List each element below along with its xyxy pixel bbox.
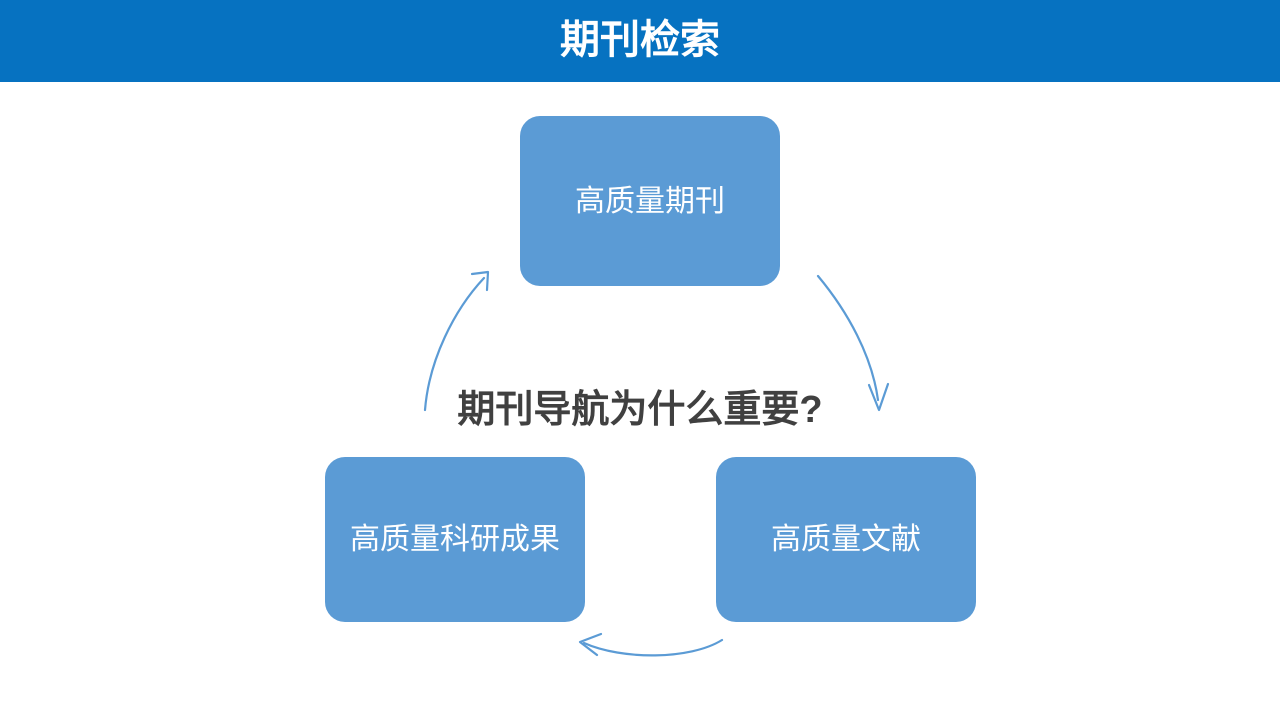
center-question-text: 期刊导航为什么重要? — [457, 389, 823, 431]
cycle-node-high-quality-research-output[interactable]: 高质量科研成果 — [325, 457, 585, 622]
cycle-node-label: 高质量文献 — [771, 523, 921, 556]
cycle-node-high-quality-literature[interactable]: 高质量文献 — [716, 457, 976, 622]
cycle-node-label: 高质量期刊 — [575, 184, 725, 218]
arrow-right-to-left-icon — [578, 632, 724, 657]
page-title: 期刊检索 — [560, 18, 720, 62]
cycle-node-high-quality-journal[interactable]: 高质量期刊 — [520, 116, 780, 286]
cycle-node-label: 高质量科研成果 — [350, 523, 560, 556]
header-bar: 期刊检索 — [0, 0, 1280, 82]
